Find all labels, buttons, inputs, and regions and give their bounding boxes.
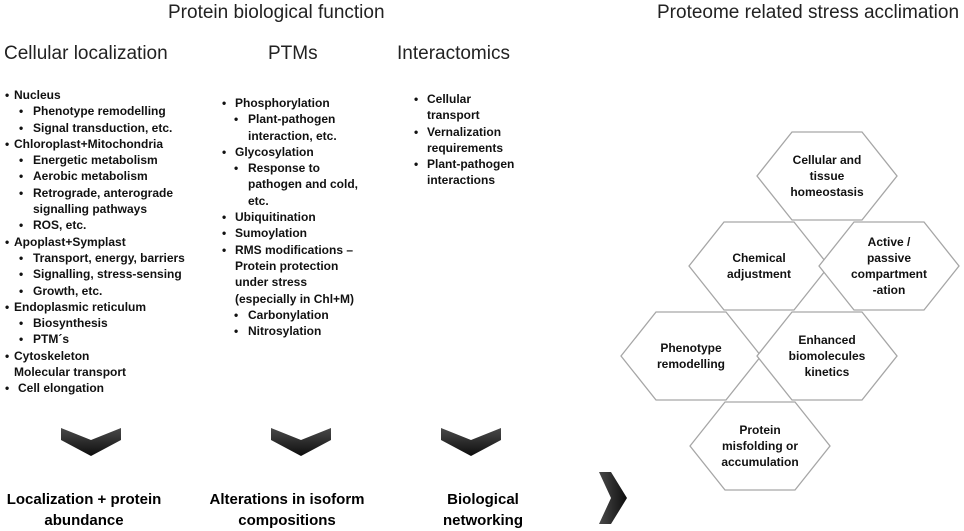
- list-item: ROS, etc.: [5, 217, 205, 234]
- list-item: Endoplasmic reticulum: [5, 299, 205, 316]
- list-item: RMS modifications – Protein protection u…: [222, 242, 370, 307]
- list-item: Signalling, stress-sensing: [5, 266, 205, 283]
- hexagon: [756, 131, 898, 221]
- hexagon: [689, 401, 831, 491]
- ptms-list: PhosphorylationPlant-pathogen interactio…: [222, 95, 370, 340]
- list-item: Nucleus: [5, 87, 205, 104]
- list-item: PTM´s: [5, 331, 205, 348]
- list-item: Apoplast+Symplast: [5, 234, 205, 251]
- list-item: Plant-pathogen interactions: [414, 156, 526, 189]
- list-item: Molecular transport: [14, 365, 127, 380]
- hexagon: [818, 221, 960, 311]
- list-item: Carbonylation: [222, 307, 370, 324]
- list-item: Response to pathogen and cold, etc.: [222, 160, 370, 209]
- cellular-localization-list: NucleusPhenotype remodellingSignal trans…: [5, 87, 205, 397]
- column-heading-interactomics: Interactomics: [397, 43, 510, 64]
- column-heading-cellular-localization: Cellular localization: [4, 43, 168, 64]
- list-item: Growth, etc.: [5, 283, 205, 300]
- list-item: Cellular transport: [414, 91, 526, 124]
- outcome-isoform-text: Alterations in isoform compositions: [209, 491, 365, 529]
- chevron-right-icon: [599, 472, 627, 524]
- list-item: Signal transduction, etc.: [5, 120, 205, 137]
- list-item: Biosynthesis: [5, 315, 205, 332]
- list-item: Sumoylation: [222, 225, 370, 242]
- column-heading-ptms: PTMs: [268, 43, 318, 64]
- outcome-networking-text: Biological networking: [442, 491, 523, 529]
- outcome-isoform: Alterations in isoform compositions: [202, 489, 372, 531]
- left-section-title: Protein biological function: [168, 2, 385, 23]
- list-item: Aerobic metabolism: [5, 168, 205, 185]
- list-item: Phenotype remodelling: [5, 103, 205, 120]
- chevron-down-icon: [271, 428, 331, 456]
- right-section-title: Proteome related stress acclimation: [657, 2, 960, 23]
- hexagon: [688, 221, 830, 311]
- outcome-localization-text: Localization + protein abundance: [6, 491, 162, 529]
- list-item: Energetic metabolism: [5, 152, 205, 169]
- list-item: Chloroplast+Mitochondria: [5, 136, 205, 153]
- interactomics-list: Cellular transportVernalization requirem…: [414, 91, 526, 189]
- list-item: Ubiquitination: [222, 209, 370, 226]
- list-item: Transport, energy, barriers: [5, 250, 205, 267]
- outcome-networking: Biological networking: [433, 489, 533, 531]
- list-item: Vernalization requirements: [414, 124, 526, 157]
- chevron-down-icon: [441, 428, 501, 456]
- list-item: Glycosylation: [222, 144, 370, 161]
- list-item: Retrograde, anterograde signalling pathw…: [5, 185, 205, 218]
- outcome-localization: Localization + protein abundance: [0, 489, 169, 531]
- list-item: Cytoskeleton: [5, 348, 205, 365]
- list-item: Plant-pathogen interaction, etc.: [222, 111, 370, 144]
- hexagon: [620, 311, 762, 401]
- list-item: Phosphorylation: [222, 95, 370, 112]
- chevron-down-icon: [61, 428, 121, 456]
- list-item: Nitrosylation: [222, 323, 370, 340]
- hexagon: [756, 311, 898, 401]
- list-item: Cell elongation: [5, 380, 205, 397]
